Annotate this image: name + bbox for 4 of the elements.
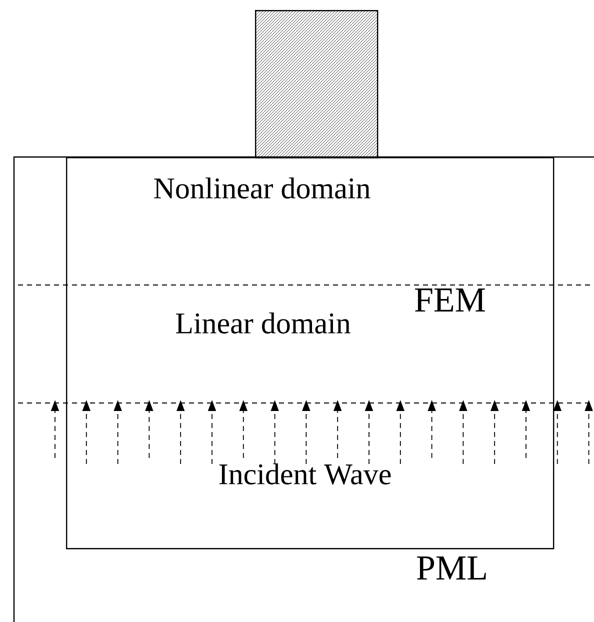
- region-label: Nonlinear domain: [154, 177, 370, 199]
- hatched-structure: [255, 10, 378, 158]
- region-label: Incident Wave: [219, 463, 391, 485]
- region-label: Linear domain: [176, 312, 350, 334]
